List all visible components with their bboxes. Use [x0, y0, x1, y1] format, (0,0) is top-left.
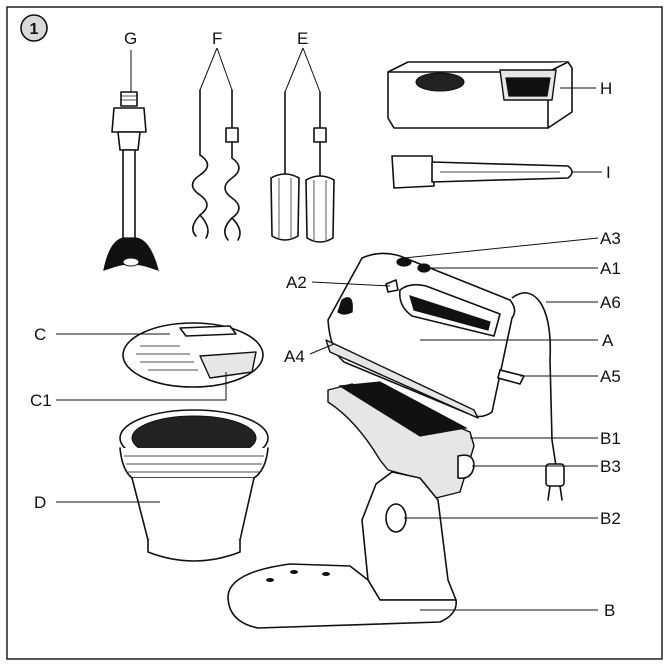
label-h: H: [600, 79, 612, 98]
part-i-spatula: [391, 155, 573, 189]
part-e-beaters: [270, 91, 335, 243]
label-c1: C1: [30, 391, 52, 410]
part-h-storage-tray: [387, 61, 573, 129]
label-b3: B3: [600, 457, 621, 476]
part-b-stand: [227, 381, 475, 629]
figure-frame: [6, 6, 663, 660]
part-a6-power-cord: [511, 292, 565, 501]
label-b: B: [604, 601, 615, 620]
figure-number-badge: 1: [20, 14, 48, 42]
part-labels: G F E H I A3 A1 A2 A6 A C A4 A5 C1 B1 B3…: [30, 29, 621, 620]
label-a: A: [602, 331, 614, 350]
label-f: F: [212, 29, 222, 48]
label-d: D: [34, 493, 46, 512]
label-i: I: [606, 163, 611, 182]
label-c: C: [34, 325, 46, 344]
label-a1: A1: [600, 259, 621, 278]
part-f-dough-hooks: [191, 89, 241, 241]
label-a5: A5: [600, 367, 621, 386]
label-e: E: [297, 29, 308, 48]
label-a4: A4: [284, 347, 305, 366]
label-b2: B2: [600, 509, 621, 528]
label-a6: A6: [600, 293, 621, 312]
label-a2: A2: [286, 273, 307, 292]
part-a-hand-mixer: [325, 252, 525, 419]
label-g: G: [124, 29, 137, 48]
label-b1: B1: [600, 429, 621, 448]
figure-number: 1: [30, 21, 39, 38]
part-d-bowl: [119, 409, 269, 562]
label-a3: A3: [600, 229, 621, 248]
part-g-blender-attachment: [103, 91, 159, 271]
leader-lines: [56, 47, 602, 611]
part-c-slicing-disc: [122, 322, 264, 388]
